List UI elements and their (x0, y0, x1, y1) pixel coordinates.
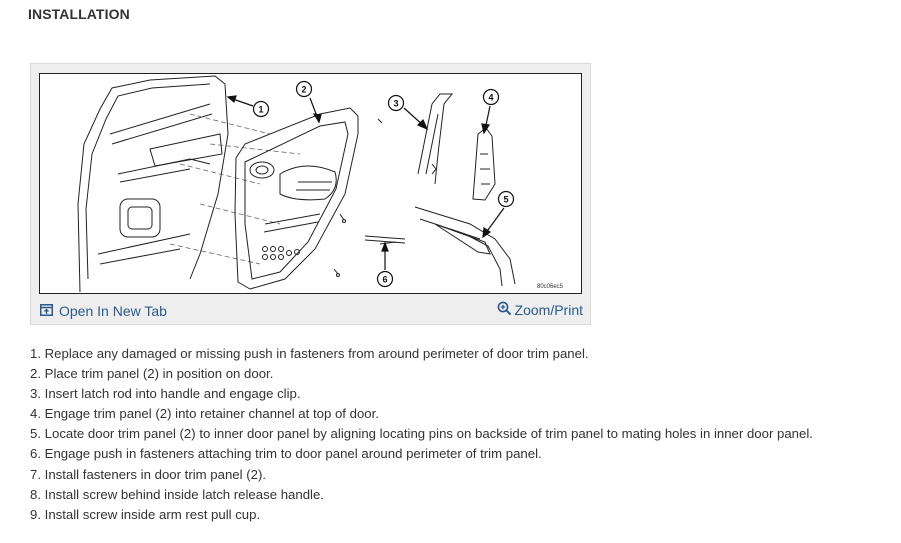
step-item: 2. Place trim panel (2) in position on d… (30, 366, 274, 382)
open-new-tab-link[interactable]: Open In New Tab (40, 303, 167, 319)
zoom-magnifier-icon (497, 301, 512, 319)
step-item: 3. Insert latch rod into handle and enga… (30, 386, 301, 402)
door-frame-outline (77, 75, 229, 293)
callout-4: 4 (488, 93, 493, 103)
callout-1-circle (252, 100, 270, 118)
door-trim-diagram: 1 2 3 4 5 6 80c06ec5 (39, 73, 582, 294)
open-new-tab-label: Open In New Tab (59, 303, 167, 319)
zoom-print-label: Zoom/Print (514, 302, 583, 318)
callout-4-circle (482, 88, 500, 106)
figure-code: 80c06ec5 (537, 284, 564, 290)
step-item: 1. Replace any damaged or missing push i… (30, 346, 589, 361)
door-trim-illustration: 1 2 3 4 5 6 80c06ec5 (77, 75, 564, 293)
step-item: 8. Install screw behind inside latch rel… (30, 486, 324, 502)
open-new-tab-icon (40, 303, 53, 319)
figure-toolbar: Open In New Tab Zoom/Print (31, 296, 590, 326)
callout-2-circle (295, 80, 313, 98)
section-title: INSTALLATION (28, 6, 130, 22)
callout-5: 5 (503, 195, 508, 205)
callout-3: 3 (393, 99, 398, 109)
step-item: 5. Locate door trim panel (2) to inner d… (30, 426, 813, 442)
installation-steps: 1. Replace any damaged or missing push i… (30, 345, 813, 526)
callout-6-circle (376, 270, 394, 288)
step-item: 4. Engage trim panel (2) into retainer c… (30, 406, 379, 422)
zoom-print-link[interactable]: Zoom/Print (497, 301, 583, 319)
step-item: 7. Install fasteners in door trim panel … (30, 466, 267, 482)
trim-panel (234, 107, 359, 290)
step-item: 6. Engage push in fasteners attaching tr… (30, 446, 542, 462)
figure-card: 1 2 3 4 5 6 80c06ec5 Open In New Tab (30, 63, 591, 325)
callout-6: 6 (382, 275, 387, 285)
door-corner-detail (414, 206, 516, 287)
callout-2: 2 (301, 85, 306, 95)
callout-3-circle (387, 94, 405, 112)
callout-1: 1 (258, 105, 263, 115)
callout-5-circle (497, 190, 515, 208)
door-inner-cutout (119, 198, 161, 238)
retainer-channel (417, 93, 454, 185)
window-switch-cluster (262, 246, 300, 260)
step-item: 9. Install screw inside arm rest pull cu… (30, 506, 261, 522)
mirror-patch-trim (472, 127, 496, 201)
